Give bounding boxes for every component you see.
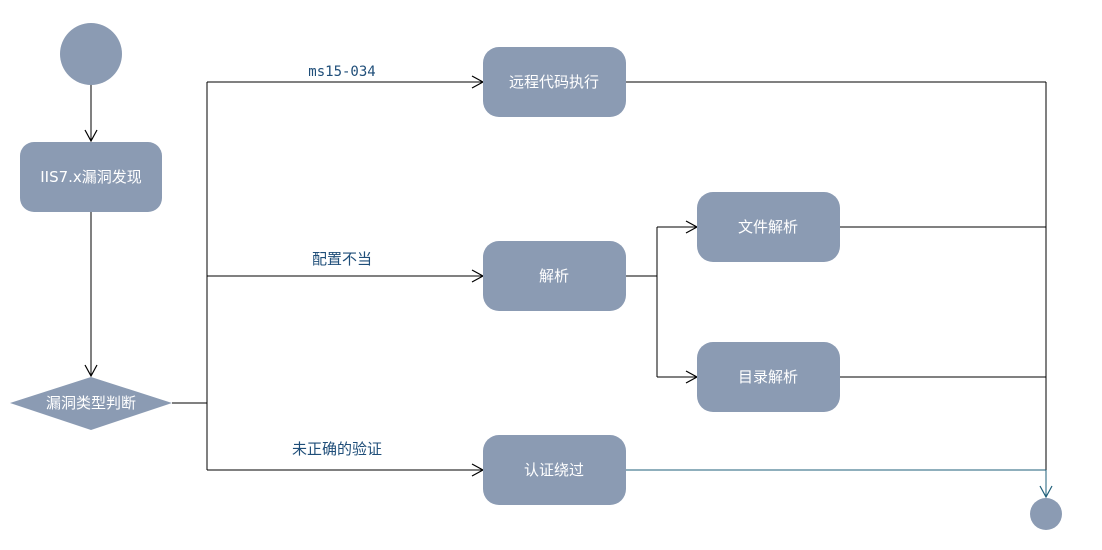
node-file-parse-label: 文件解析 xyxy=(738,218,798,236)
highlighted-connectors xyxy=(626,469,1053,499)
edge-label-misconfig: 配置不当 xyxy=(312,250,372,268)
node-rce-label: 远程代码执行 xyxy=(509,73,599,91)
node-decision-label: 漏洞类型判断 xyxy=(46,394,136,412)
node-dir-parse-label: 目录解析 xyxy=(738,368,798,386)
node-dir-parse: 目录解析 xyxy=(697,342,840,412)
node-discover: IIS7.x漏洞发现 xyxy=(20,142,162,212)
end-node xyxy=(1030,498,1062,530)
node-rce: 远程代码执行 xyxy=(483,47,626,117)
edge-label-ms15: ms15-034 xyxy=(308,64,375,80)
node-auth-bypass: 认证绕过 xyxy=(483,435,626,505)
node-parse: 解析 xyxy=(483,241,626,311)
connectors xyxy=(84,75,1047,477)
edge-label-bad-auth: 未正确的验证 xyxy=(292,440,382,458)
start-node xyxy=(60,23,122,85)
node-decision: 漏洞类型判断 xyxy=(10,377,172,430)
node-discover-label: IIS7.x漏洞发现 xyxy=(40,168,142,186)
node-auth-bypass-label: 认证绕过 xyxy=(524,461,584,479)
node-file-parse: 文件解析 xyxy=(697,192,840,262)
node-parse-label: 解析 xyxy=(539,267,569,285)
